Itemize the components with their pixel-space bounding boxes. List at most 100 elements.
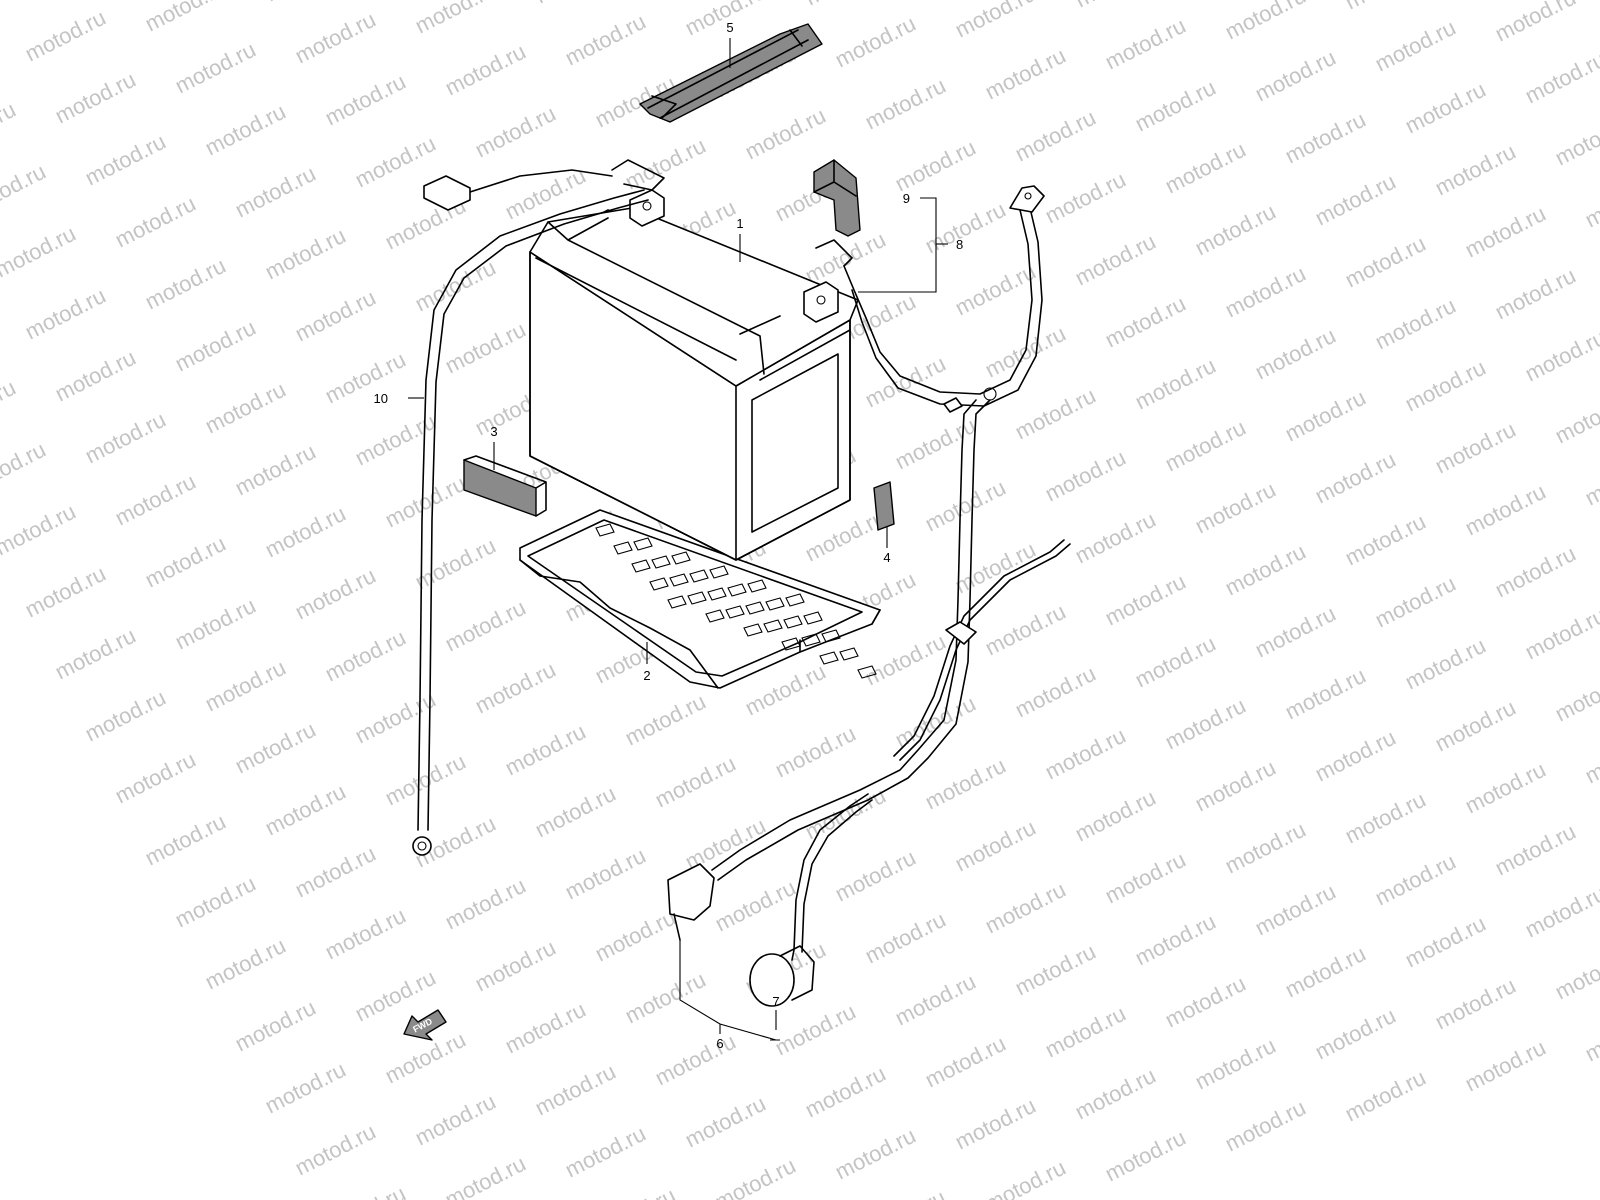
watermark-text: motod.ru [1551, 665, 1600, 727]
watermark-text: motod.ru [291, 563, 380, 625]
watermark-text: motod.ru [1191, 755, 1280, 817]
watermark-text: motod.ru [1371, 293, 1460, 355]
watermark-text: motod.ru [141, 253, 230, 315]
watermark-text: motod.ru [231, 161, 320, 223]
watermark-text: motod.ru [141, 0, 230, 36]
watermark-text: motod.ru [1101, 13, 1190, 75]
watermark-text: motod.ru [1311, 447, 1400, 509]
battery-band[interactable] [639, 23, 823, 123]
watermark-text: motod.ru [1311, 169, 1400, 231]
tray-slot [743, 623, 763, 637]
terminal-cover[interactable] [813, 159, 861, 237]
tray-slot [727, 583, 747, 597]
watermark-text: motod.ru [561, 9, 650, 71]
watermark-text: motod.ru [561, 1121, 650, 1183]
tray-slot [709, 565, 729, 579]
pad-3[interactable] [463, 455, 547, 517]
watermark-text: motod.ru [141, 531, 230, 593]
watermark-text: motod.ru [951, 259, 1040, 321]
watermark-text: motod.ru [81, 407, 170, 469]
tray-slot [745, 601, 765, 615]
watermark-text: motod.ru [861, 629, 950, 691]
tray-slot [781, 637, 801, 651]
watermark-text: motod.ru [1041, 445, 1130, 507]
watermark-text: motod.ru [1551, 109, 1600, 171]
watermark-text: motod.ru [801, 783, 890, 845]
watermark-text: motod.ru [441, 873, 530, 935]
watermark-text: motod.ru [21, 561, 110, 623]
tray-slot [669, 573, 689, 587]
watermark-text: motod.ru [111, 747, 200, 809]
battery-tray[interactable] [519, 509, 881, 689]
watermark-text: motod.ru [441, 317, 530, 379]
callout-1: 1 [736, 216, 743, 231]
watermark-text: motod.ru [1371, 849, 1460, 911]
watermark-text: motod.ru [891, 691, 980, 753]
starter-cable[interactable] [667, 387, 1071, 1007]
watermark-text: motod.ru [1341, 1065, 1430, 1127]
watermark-text: motod.ru [321, 69, 410, 131]
watermark-text: motod.ru [1461, 757, 1550, 819]
watermark-text: motod.ru [171, 315, 260, 377]
watermark-text: motod.ru [501, 163, 590, 225]
watermark-text: motod.ru [171, 37, 260, 99]
watermark-text: motod.ru [0, 221, 80, 283]
watermark-text: motod.ru [591, 905, 680, 967]
battery[interactable] [529, 189, 859, 561]
watermark-text: motod.ru [1521, 325, 1600, 387]
watermark-text: motod.ru [501, 997, 590, 1059]
watermark-text: motod.ru [891, 969, 980, 1031]
watermark-text: motod.ru [1281, 385, 1370, 447]
tray-slot [725, 605, 745, 619]
callout-7: 7 [772, 994, 779, 1009]
watermark-text: motod.ru [351, 131, 440, 193]
watermark-text: motod.ru [321, 625, 410, 687]
watermark-text: motod.ru [801, 0, 890, 10]
watermark-text: motod.ru [1041, 1001, 1130, 1063]
watermark-text: motod.ru [291, 285, 380, 347]
watermark-text: motod.ru [801, 227, 890, 289]
watermark-text: motod.ru [411, 255, 500, 317]
watermark-text: motod.ru [1281, 663, 1370, 725]
watermark-text: motod.ru [681, 1091, 770, 1153]
watermark-text: motod.ru [1011, 661, 1100, 723]
watermark-text: motod.ru [201, 377, 290, 439]
watermark-text: motod.ru [1101, 847, 1190, 909]
watermark-text: motod.ru [111, 191, 200, 253]
watermark-text: motod.ru [1461, 479, 1550, 541]
watermark-text: motod.ru [1311, 1003, 1400, 1065]
watermark-text: motod.ru [1491, 263, 1580, 325]
watermark-text: motod.ru [1491, 819, 1580, 881]
watermark-text: motod.ru [201, 655, 290, 717]
callout-9: 9 [903, 191, 910, 206]
watermark-text: motod.ru [321, 347, 410, 409]
tray-slot [595, 523, 615, 537]
watermark-text: motod.ru [411, 1089, 500, 1151]
tray-slot [803, 611, 823, 625]
watermark-text: motod.ru [471, 935, 560, 997]
tray-slot [633, 537, 653, 551]
watermark-text: motod.ru [981, 599, 1070, 661]
watermark-text: motod.ru [1101, 1125, 1190, 1187]
watermark-text: motod.ru [861, 907, 950, 969]
watermark-text: motod.ru [261, 1057, 350, 1119]
watermark-text: motod.ru [111, 469, 200, 531]
watermark-text: motod.ru [171, 871, 260, 933]
watermark-text: motod.ru [981, 1155, 1070, 1200]
watermark-text: motod.ru [921, 197, 1010, 259]
leader-lines [408, 38, 948, 1041]
tray-slot [649, 577, 669, 591]
watermark-text: motod.ru [1251, 45, 1340, 107]
watermark-text: motod.ru [441, 595, 530, 657]
watermark-text: motod.ru [261, 223, 350, 285]
watermark-text: motod.ru [1071, 229, 1160, 291]
watermark-text: motod.ru [1401, 77, 1490, 139]
cushion-4[interactable] [873, 481, 895, 531]
watermark-text: motod.ru [1311, 725, 1400, 787]
watermark-text: motod.ru [831, 11, 920, 73]
watermark-text: motod.ru [351, 409, 440, 471]
watermark-text: motod.ru [1251, 879, 1340, 941]
ground-lead[interactable] [412, 159, 665, 856]
watermark-text: motod.ru [141, 809, 230, 871]
watermark-text: motod.ru [0, 499, 80, 561]
